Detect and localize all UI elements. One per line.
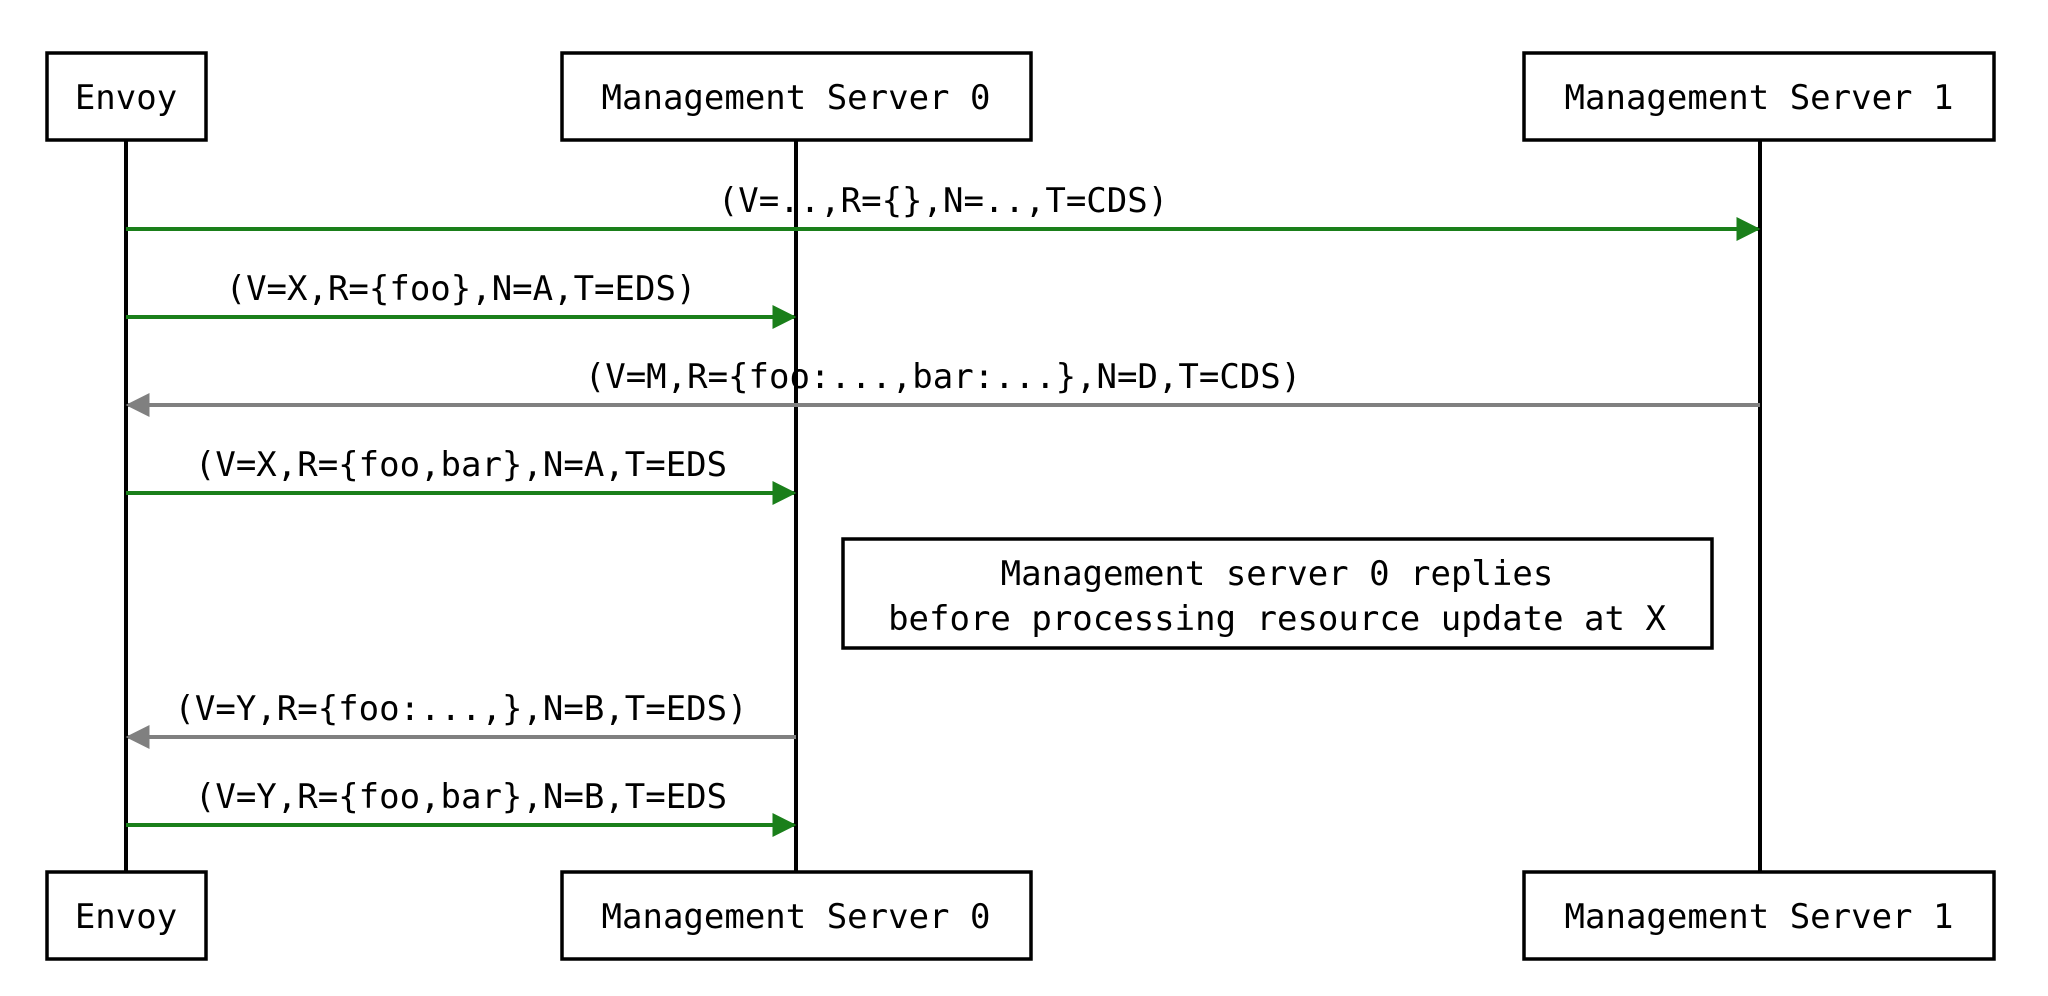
actor-envoy-bottom: Envoy [45, 870, 208, 961]
note-line-1: Management server 0 replies [1001, 554, 1554, 594]
message-label: (V=..,R={},N=..,T=CDS) [718, 181, 1168, 221]
message-label: (V=X,R={foo},N=A,T=EDS) [226, 269, 697, 309]
message-label: (V=X,R={foo,bar},N=A,T=EDS [195, 445, 727, 485]
message-5-ms0-to-envoy: (V=Y,R={foo:...,},N=B,T=EDS) [125, 689, 796, 749]
message-label: (V=Y,R={foo,bar},N=B,T=EDS [195, 777, 727, 817]
actor-management-server-1-bottom: Management Server 1 [1522, 870, 1996, 961]
actor-label: Management Server 1 [1565, 78, 1954, 118]
message-label: (V=M,R={foo:...,bar:...},N=D,T=CDS) [585, 357, 1301, 397]
actor-label: Envoy [75, 897, 177, 937]
note-box: Management server 0 replies before proce… [841, 537, 1714, 650]
actor-management-server-0-top: Management Server 0 [560, 51, 1033, 142]
actor-label: Management Server 1 [1565, 897, 1954, 937]
actor-label: Management Server 0 [602, 78, 991, 118]
note-line-2: before processing resource update at X [888, 599, 1666, 639]
message-3-ms1-to-envoy: (V=M,R={foo:...,bar:...},N=D,T=CDS) [125, 357, 1760, 417]
message-4-envoy-to-ms0: (V=X,R={foo,bar},N=A,T=EDS [126, 445, 797, 505]
message-6-envoy-to-ms0: (V=Y,R={foo,bar},N=B,T=EDS [126, 777, 797, 837]
actor-label: Management Server 0 [602, 897, 991, 937]
message-label: (V=Y,R={foo:...,},N=B,T=EDS) [174, 689, 747, 729]
actor-label: Envoy [75, 78, 177, 118]
actor-envoy-top: Envoy [45, 51, 208, 142]
message-1-envoy-to-ms1: (V=..,R={},N=..,T=CDS) [126, 181, 1761, 241]
actor-management-server-1-top: Management Server 1 [1522, 51, 1996, 142]
message-2-envoy-to-ms0: (V=X,R={foo},N=A,T=EDS) [126, 269, 797, 329]
actor-management-server-0-bottom: Management Server 0 [560, 870, 1033, 961]
